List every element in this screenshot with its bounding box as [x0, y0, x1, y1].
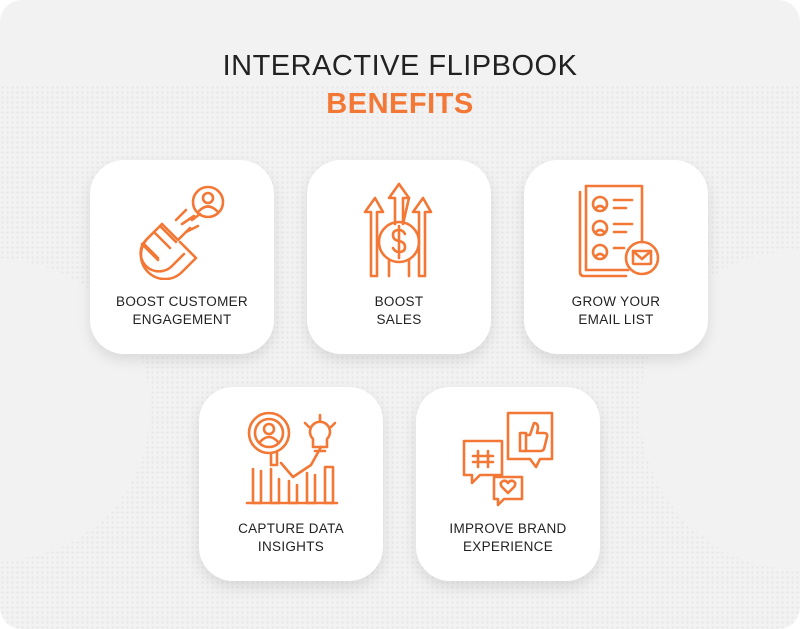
- card-label: IMPROVE BRAND EXPERIENCE: [449, 521, 567, 554]
- card-label: BOOST CUSTOMER ENGAGEMENT: [116, 294, 248, 327]
- social-chat-icon: [462, 411, 554, 507]
- card-boost-customer-engagement: BOOST CUSTOMER ENGAGEMENT: [90, 160, 274, 354]
- data-insights-icon: [245, 411, 339, 505]
- magnet-user-icon: [139, 185, 225, 280]
- card-improve-brand-experience: IMPROVE BRAND EXPERIENCE: [416, 387, 600, 581]
- page-title: INTERACTIVE FLIPBOOK: [222, 50, 578, 82]
- dollar-arrows-icon: [363, 182, 433, 278]
- page-subtitle: BENEFITS: [326, 88, 474, 120]
- card-boost-sales: BOOST SALES: [307, 160, 491, 354]
- contact-list-email-icon: [578, 184, 660, 278]
- card-capture-data-insights: CAPTURE DATA INSIGHTS: [199, 387, 383, 581]
- card-grow-email-list: GROW YOUR EMAIL LIST: [524, 160, 708, 354]
- card-label: CAPTURE DATA INSIGHTS: [238, 521, 344, 554]
- card-label: BOOST SALES: [374, 294, 424, 327]
- card-label: GROW YOUR EMAIL LIST: [571, 294, 661, 327]
